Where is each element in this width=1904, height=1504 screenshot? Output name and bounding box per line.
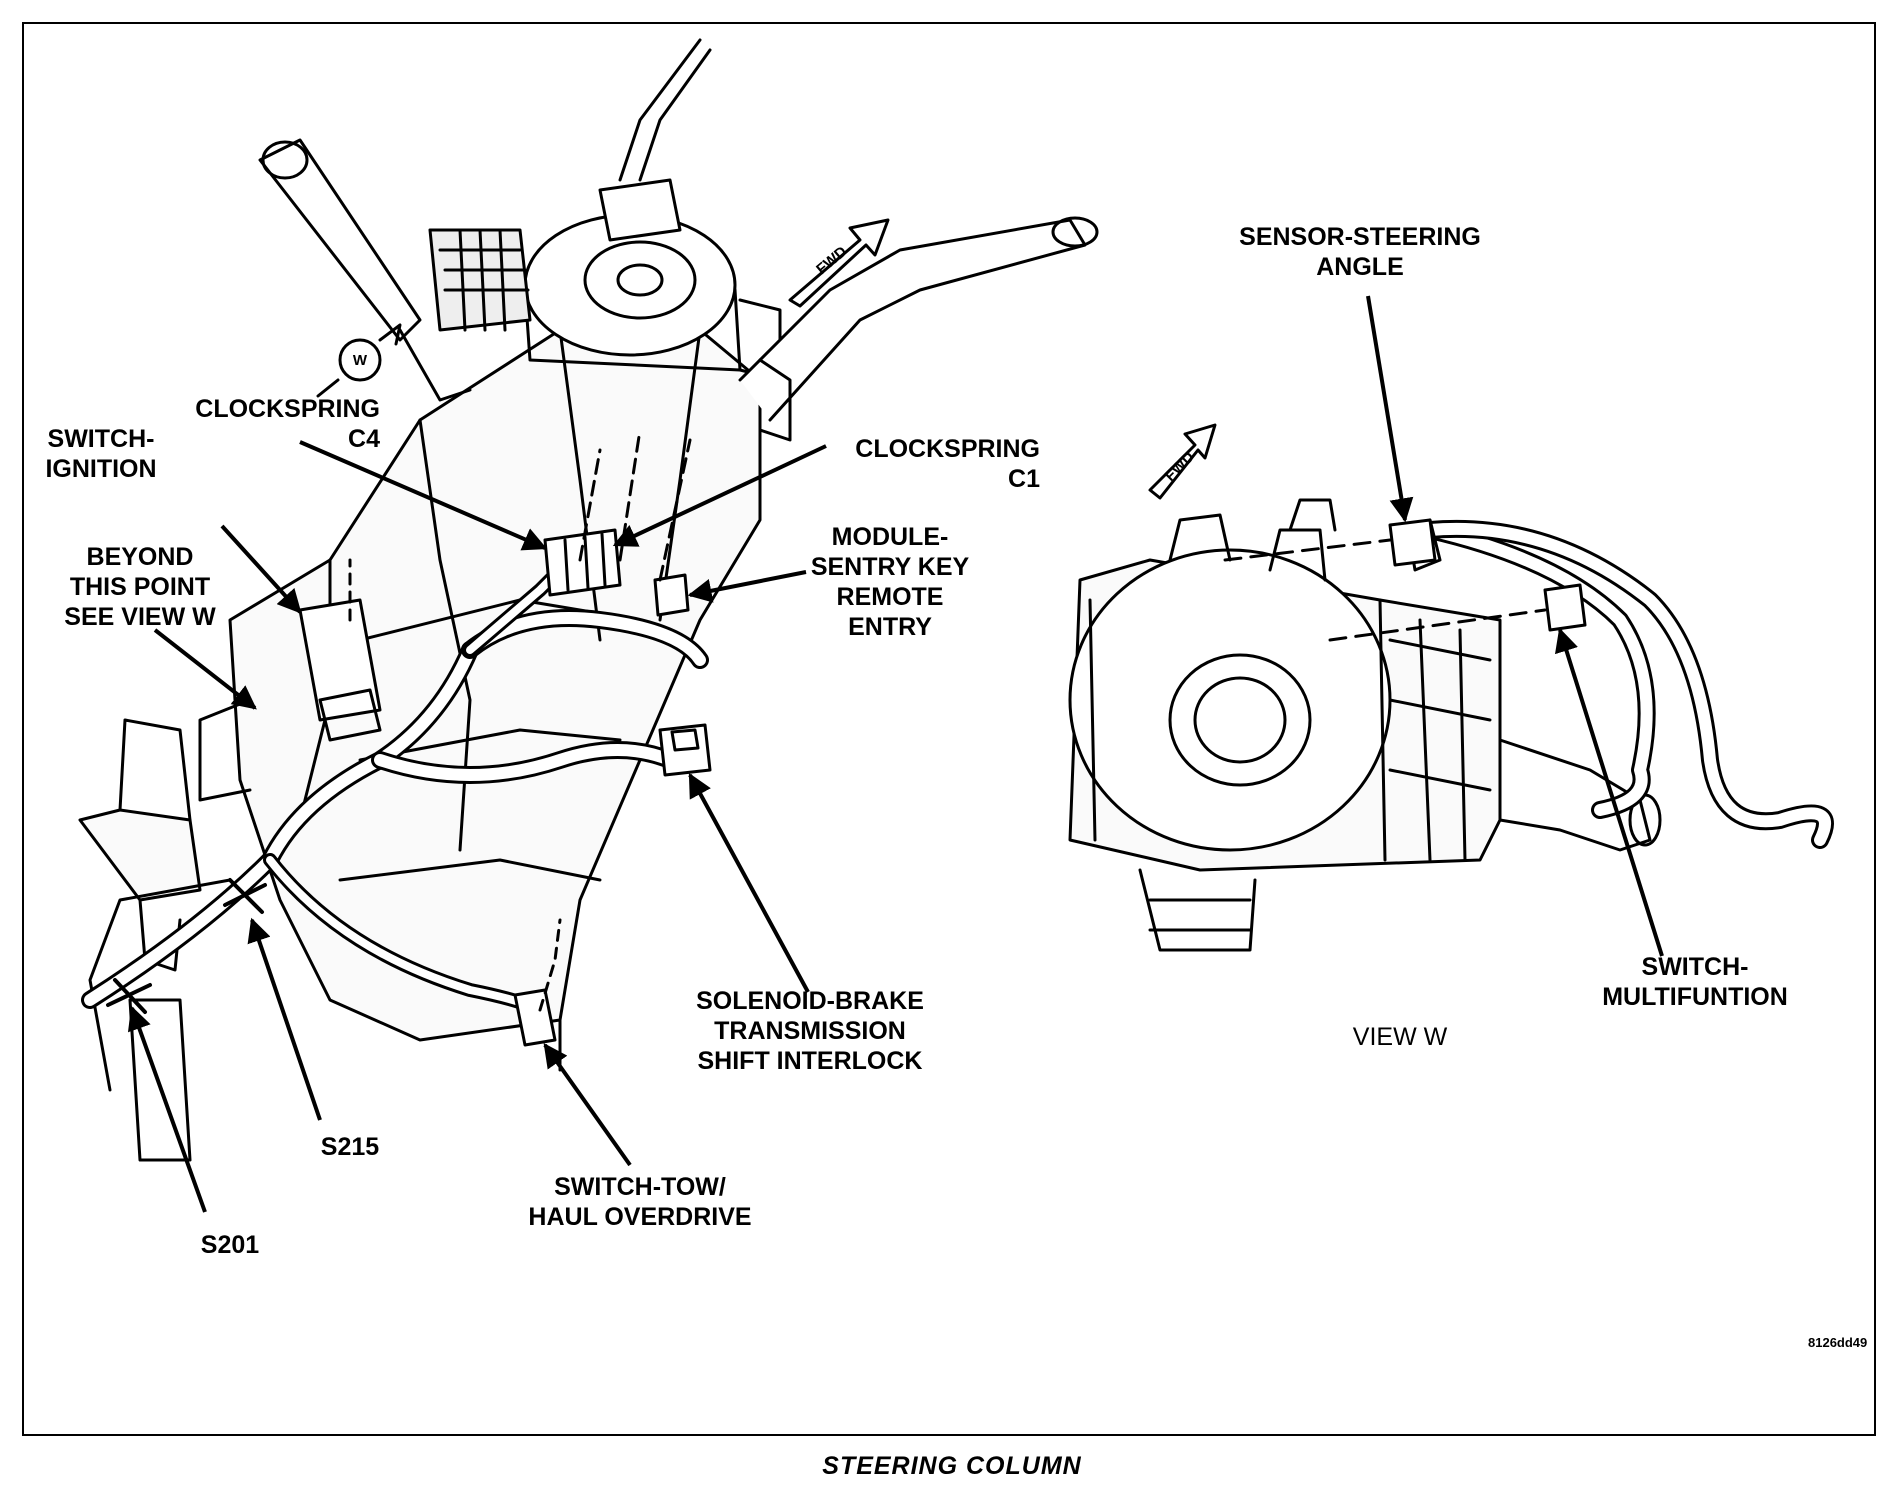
- leader-solenoid-brake: [688, 772, 810, 993]
- leader-switch-multi: [1554, 627, 1664, 957]
- label-view-w: VIEW W: [1352, 1023, 1448, 1051]
- view-marker-text: W: [352, 352, 368, 369]
- label-switch-ignition: SWITCH- IGNITION: [45, 425, 157, 483]
- label-switch-multi: SWITCH- MULTIFUNTION: [1602, 953, 1788, 1011]
- clockspring-view-w: [1068, 498, 1834, 952]
- label-beyond-point: BEYOND THIS POINT SEE VIEW W: [64, 543, 216, 631]
- label-solenoid-brake: SOLENOID-BRAKE TRANSMISSION SHIFT INTERL…: [696, 987, 924, 1075]
- diagram-frame: [22, 22, 1876, 1436]
- diagram-caption: STEERING COLUMN: [822, 1452, 1082, 1480]
- fwd-arrow-right: [1148, 423, 1217, 500]
- leader-module-sentry: [687, 570, 807, 603]
- steering-column-body: [78, 38, 1099, 1162]
- label-s215: S215: [320, 1133, 380, 1161]
- label-switch-tow: SWITCH-TOW/ HAUL OVERDRIVE: [528, 1173, 752, 1231]
- label-s201: S201: [200, 1231, 260, 1259]
- leader-clockspring-c1: [612, 444, 827, 547]
- leader-beyond-point: [153, 628, 257, 710]
- label-clockspring-c1: CLOCKSPRING C1: [855, 435, 1040, 493]
- leader-sensor-steering: [1366, 295, 1414, 523]
- fwd-arrow-left: [788, 218, 890, 308]
- label-module-sentry: MODULE- SENTRY KEY REMOTE ENTRY: [810, 523, 970, 641]
- label-sensor-steering: SENSOR-STEERING ANGLE: [1239, 223, 1481, 281]
- leader-switch-tow: [543, 1043, 632, 1167]
- label-clockspring-c4: CLOCKSPRING C4: [195, 395, 380, 453]
- leader-s201: [127, 1005, 207, 1213]
- leader-switch-ignition: [220, 524, 302, 614]
- leader-s215: [247, 917, 322, 1121]
- leader-clockspring-c4: [299, 440, 548, 551]
- figure-code: 8126dd49: [1808, 1335, 1868, 1350]
- view-w-marker: [316, 323, 402, 398]
